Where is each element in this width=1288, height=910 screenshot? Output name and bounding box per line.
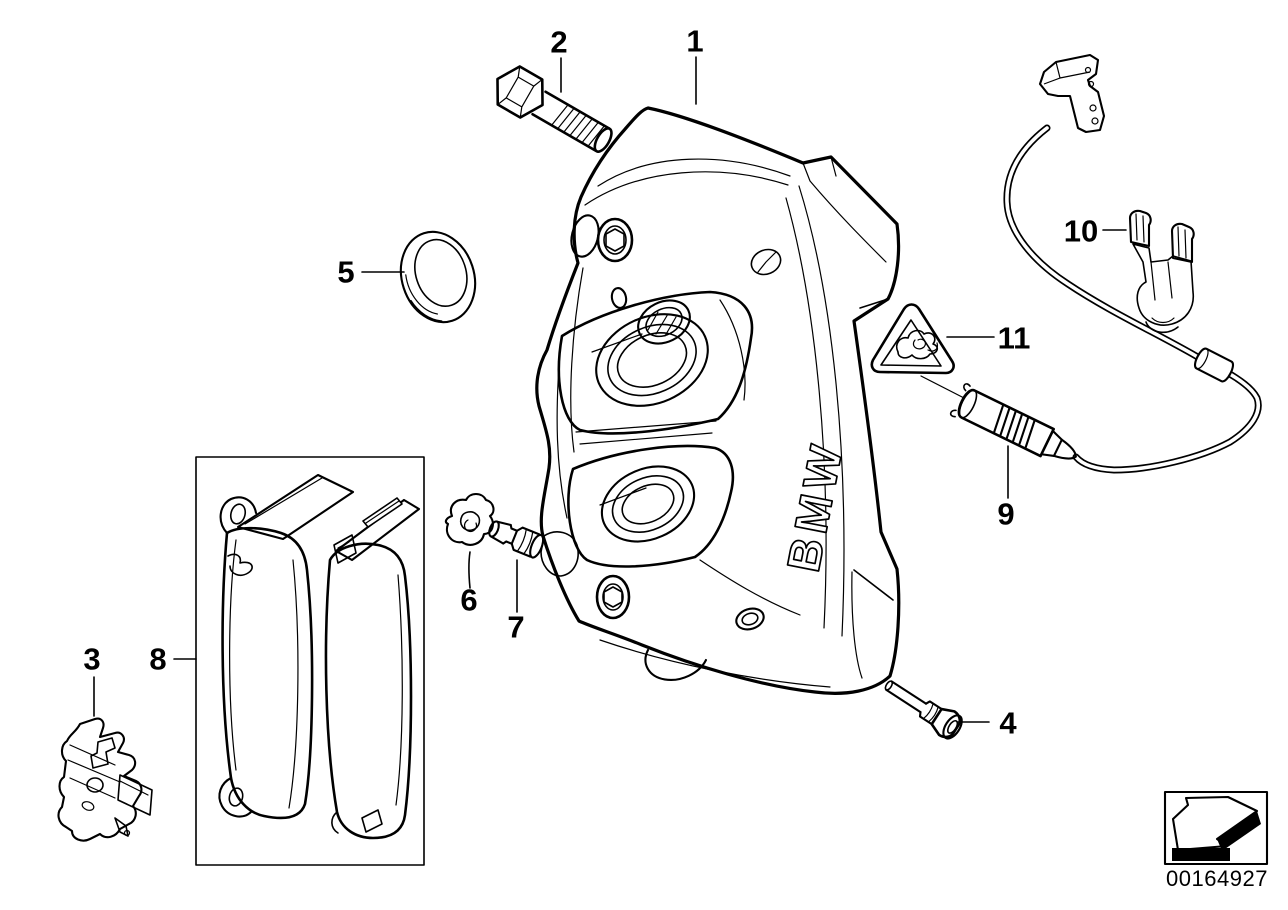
callout-3[interactable]: 3 [83,641,101,677]
callout-10[interactable]: 10 [1063,213,1099,249]
callout-leader-lines [93,56,1127,723]
callout-2[interactable]: 2 [550,24,568,60]
warning-triangle-drawing [870,303,955,375]
callout-1[interactable]: 1 [686,23,704,59]
callout-4[interactable]: 4 [999,705,1017,741]
caliper-bmw-logo-text: BMW [777,435,853,575]
callout-5[interactable]: 5 [337,254,355,290]
guide-screw-drawing [884,680,963,740]
wear-sensor-drawing [949,383,1077,460]
pad-set-frame [195,456,425,866]
image-number: 00164927 [1166,866,1268,891]
brake-caliper-drawing: BMW [535,106,901,695]
seal-ring-drawing [399,230,477,324]
callout-9[interactable]: 9 [997,496,1015,532]
callout-7[interactable]: 7 [507,609,525,645]
direction-arrow-icon [1163,790,1269,866]
callout-8[interactable]: 8 [149,641,167,677]
callout-6[interactable]: 6 [460,582,478,618]
retaining-clip-drawing [57,717,153,842]
brake-pad-set-drawing [195,456,425,866]
cable-bracket-drawing [1128,209,1195,334]
cable-connector-drawing [1038,53,1106,134]
dust-cap-drawing [444,492,495,546]
hex-bolt-drawing [496,65,613,153]
callout-11[interactable]: 11 [997,320,1031,356]
sensor-cable-drawing [1003,53,1262,474]
bleeder-valve-drawing [488,520,545,559]
